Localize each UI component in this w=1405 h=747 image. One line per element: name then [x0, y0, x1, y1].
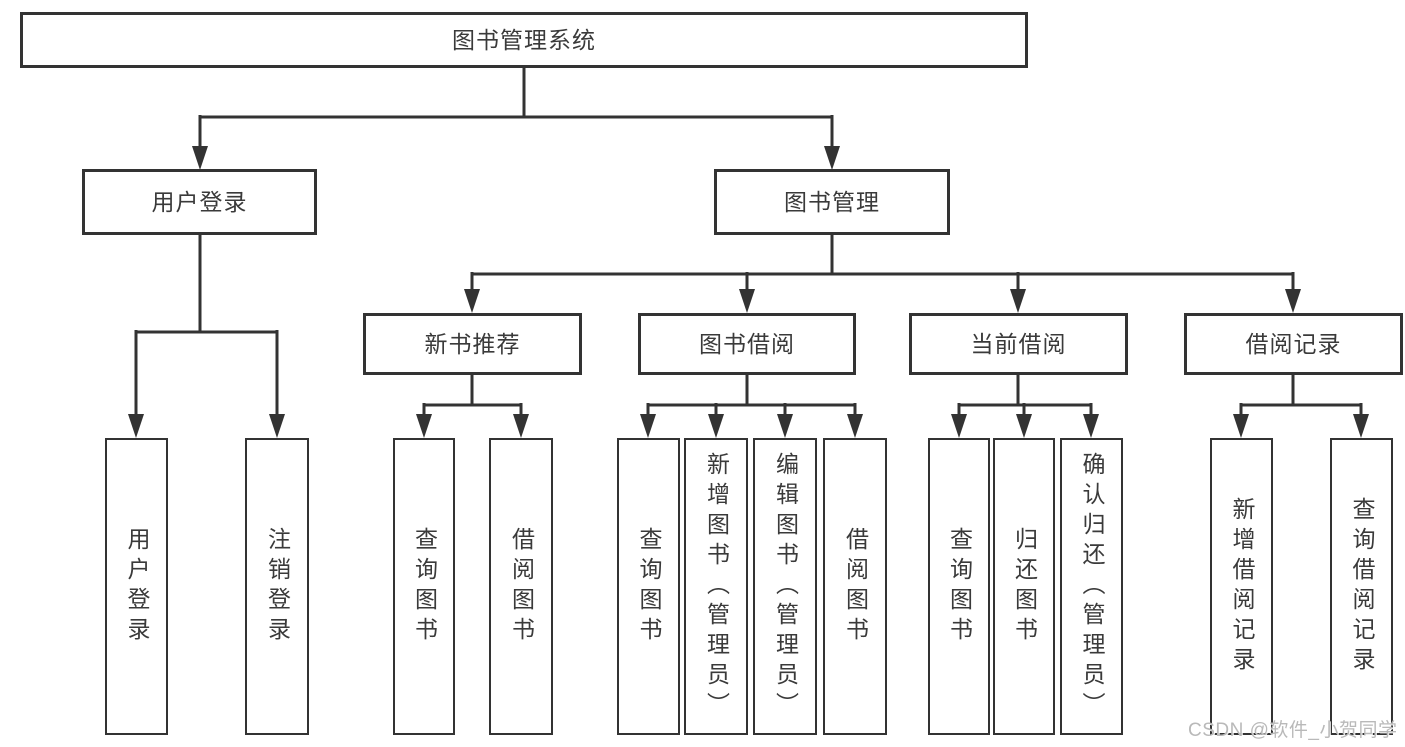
tree-edges	[134, 68, 1363, 418]
node-book-management-group: 图书管理	[714, 169, 950, 235]
leaf-current-return-books: 归还图书	[993, 438, 1055, 735]
leaf-newbook-borrow-books: 借阅图书	[489, 438, 553, 735]
node-user-login-group: 用户登录	[82, 169, 317, 235]
leaf-newbook-query-books: 查询图书	[393, 438, 455, 735]
leaf-current-confirm-return-admin: 确认归还（管理员）	[1060, 438, 1123, 735]
leaf-borrow-add-books-admin: 新增图书（管理员）	[684, 438, 748, 735]
arrowheads	[128, 146, 1369, 438]
node-new-book-recommend: 新书推荐	[363, 313, 582, 375]
leaf-borrow-borrow-books: 借阅图书	[823, 438, 887, 735]
leaf-records-add-record: 新增借阅记录	[1210, 438, 1273, 735]
leaf-records-query-record: 查询借阅记录	[1330, 438, 1393, 735]
node-borrowing-records: 借阅记录	[1184, 313, 1403, 375]
leaf-user-login: 用户登录	[105, 438, 168, 735]
root-node-library-system: 图书管理系统	[20, 12, 1028, 68]
node-current-borrowing: 当前借阅	[909, 313, 1128, 375]
csdn-watermark: CSDN @软件_小贺同学	[1188, 720, 1398, 741]
leaf-borrow-edit-books-admin: 编辑图书（管理员）	[753, 438, 817, 735]
leaf-current-query-books: 查询图书	[928, 438, 990, 735]
leaf-borrow-query-books: 查询图书	[617, 438, 680, 735]
node-book-borrowing: 图书借阅	[638, 313, 856, 375]
leaf-logout: 注销登录	[245, 438, 309, 735]
